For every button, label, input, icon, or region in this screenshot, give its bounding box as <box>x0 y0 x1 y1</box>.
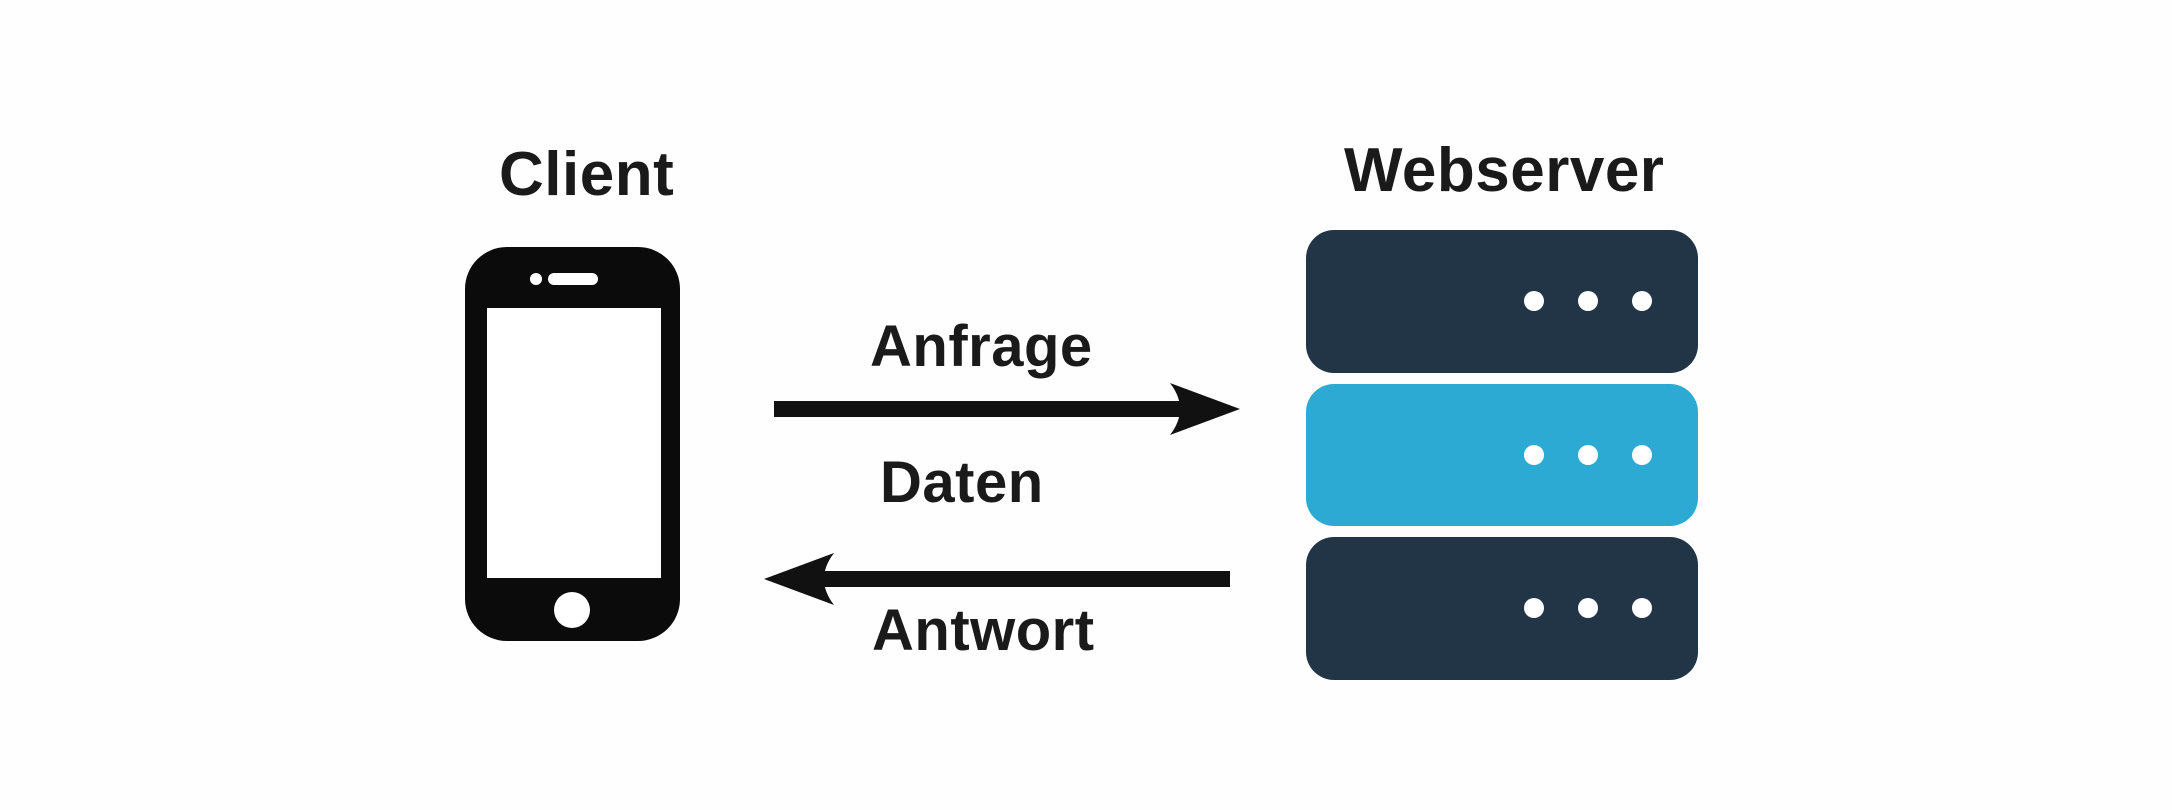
server-stack-icon <box>1306 230 1698 680</box>
server-title: Webserver <box>1344 136 1665 205</box>
client-title: Client <box>499 140 675 209</box>
phone-camera <box>530 273 542 285</box>
server-rack-bottom <box>1306 537 1698 680</box>
response-label: Antwort <box>872 598 1095 663</box>
request-arrow <box>774 383 1240 435</box>
server-rack-top <box>1306 230 1698 373</box>
request-label: Anfrage <box>870 314 1093 379</box>
phone-speaker <box>548 273 598 285</box>
phone-home-button <box>554 592 590 628</box>
smartphone-icon <box>465 247 680 641</box>
server-rack-middle <box>1306 384 1698 526</box>
phone-screen <box>487 308 661 578</box>
response-arrow <box>764 553 1230 605</box>
data-label: Daten <box>880 450 1044 515</box>
